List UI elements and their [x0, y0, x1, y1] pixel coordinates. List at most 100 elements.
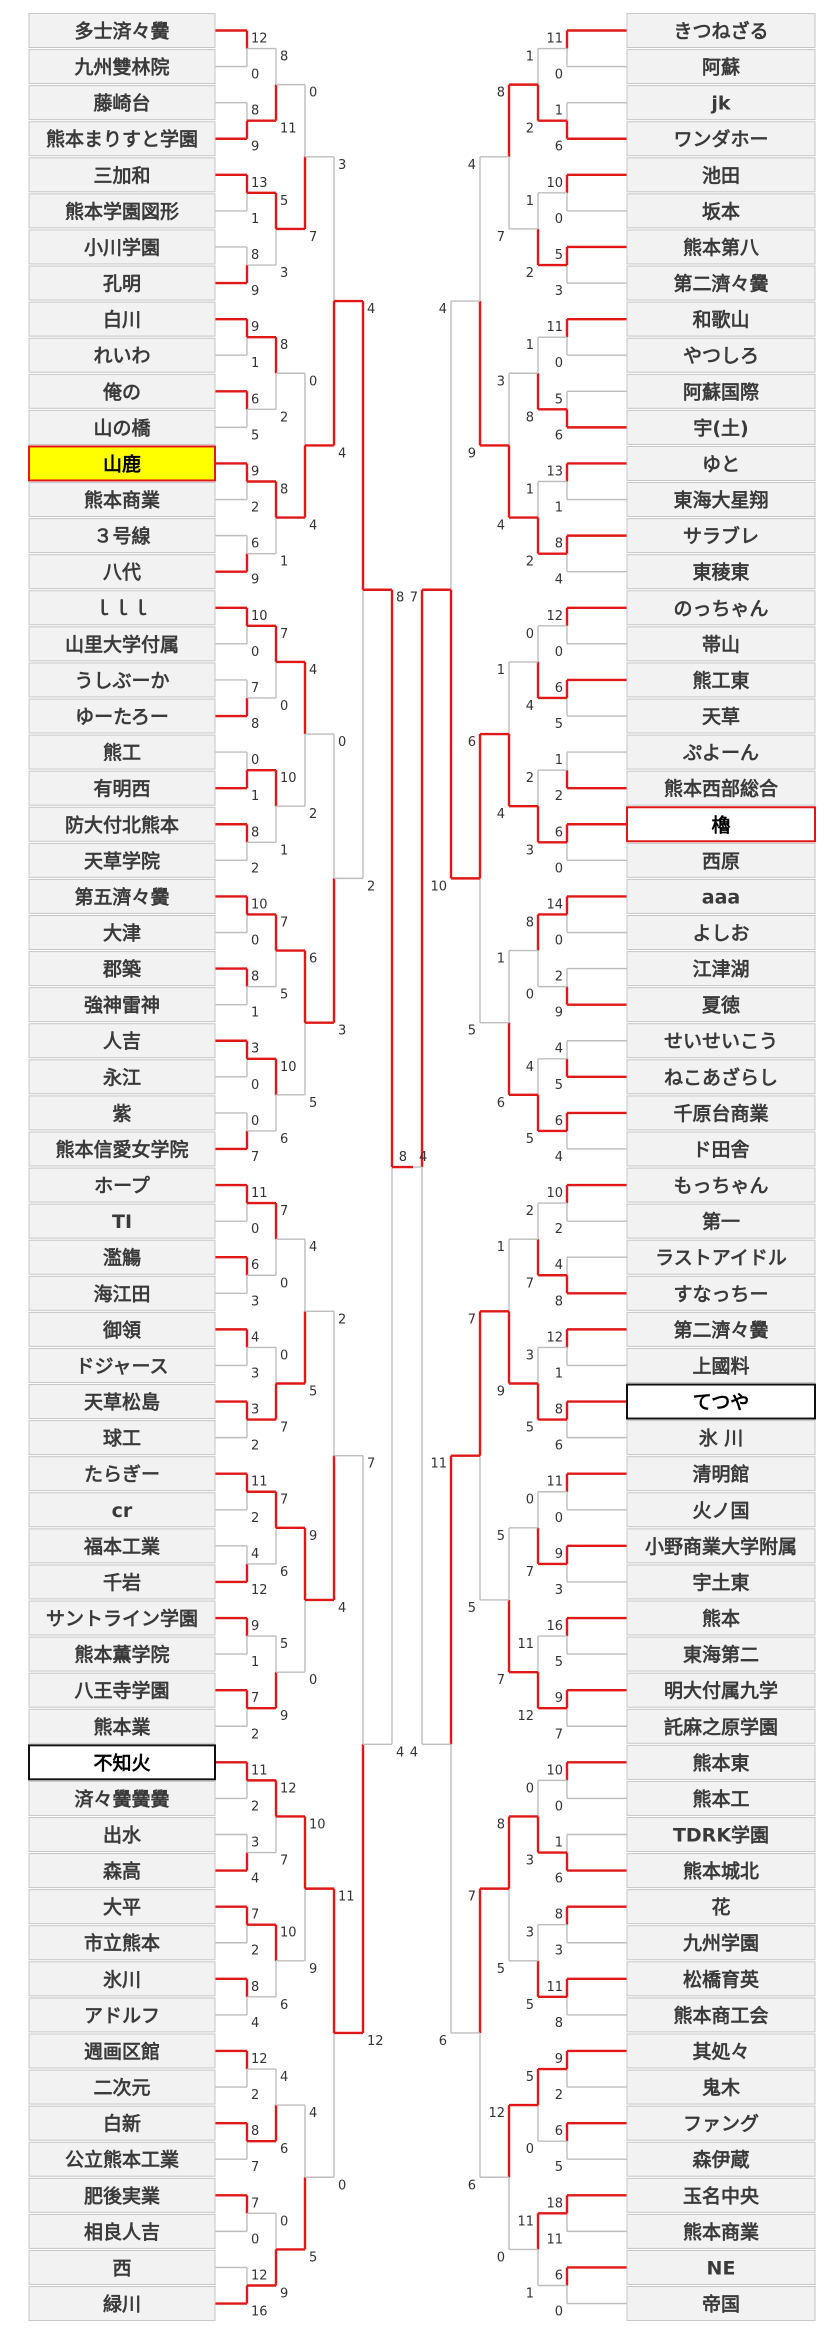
score-label: 1	[251, 356, 259, 371]
score-label: 13	[251, 176, 268, 191]
team-slot: 熊本まりすと学園	[28, 121, 216, 157]
team-name: ド田舎	[692, 1138, 750, 1161]
score-label: 2	[555, 1222, 563, 1237]
score-label: 0	[555, 861, 563, 876]
score-label: 10	[309, 1817, 326, 1832]
team-box	[626, 2213, 816, 2249]
team-name: 託麻之原学園	[664, 1715, 778, 1738]
score-label: 4	[309, 1240, 317, 1255]
score-label: 4	[526, 699, 534, 714]
score-label: 9	[251, 284, 259, 299]
team-name: 三加和	[93, 164, 150, 187]
team-name: 熊本商工会	[673, 2004, 768, 2027]
score-label: 8	[251, 2124, 259, 2139]
score-label: 2	[251, 501, 259, 516]
score-label: 3	[555, 284, 563, 299]
score-label: 5	[280, 1637, 288, 1652]
score-label: 4	[367, 302, 375, 317]
team-name: ホープ	[94, 1174, 151, 1197]
team-slot: 池田	[626, 157, 816, 193]
team-box	[28, 1239, 216, 1275]
score-label: 2	[526, 122, 534, 137]
team-box	[28, 373, 216, 409]
score-label: 6	[555, 2268, 563, 2283]
score-label: 11	[251, 1475, 268, 1490]
team-name: ゆと	[702, 453, 740, 475]
score-label: 1	[555, 753, 563, 768]
team-name: 出水	[103, 1824, 142, 1847]
score-label: 0	[526, 1781, 534, 1796]
score-label: 0	[526, 1493, 534, 1508]
score-label: 1	[251, 212, 259, 227]
score-label: 7	[555, 1727, 563, 1742]
score-label: 7	[526, 1565, 534, 1580]
team-box	[28, 1672, 216, 1708]
team-box	[626, 1925, 816, 1961]
score-label: 2	[280, 410, 288, 425]
team-slot: てつや	[626, 1383, 816, 1420]
team-name: 熊本まりすと学園	[46, 128, 198, 151]
score-label: 3	[526, 1348, 534, 1363]
team-slot: ゆと	[626, 445, 816, 481]
team-slot: NE	[626, 2249, 816, 2285]
score-label: 7	[280, 1493, 288, 1508]
team-slot: 阿蘇	[626, 49, 816, 85]
team-name: 白川	[103, 308, 141, 331]
team-box	[28, 337, 216, 373]
score-label: 10	[251, 609, 268, 624]
team-slot: 第二濟々黌	[626, 265, 816, 301]
team-box	[626, 987, 816, 1023]
score-label: 0	[251, 753, 259, 768]
score-label: 6	[555, 825, 563, 840]
team-box	[28, 2033, 216, 2069]
score-label: 5	[555, 2160, 563, 2175]
team-slot: うしぶーか	[28, 662, 216, 698]
team-box	[626, 878, 816, 914]
score-label: 10	[280, 771, 297, 786]
team-box	[28, 1275, 216, 1311]
score-label: 4	[309, 519, 317, 534]
team-slot: 多士済々黌	[28, 13, 216, 48]
team-box	[28, 265, 216, 301]
team-box	[28, 1780, 216, 1816]
team-name: たらぎー	[84, 1463, 160, 1486]
score-label: 0	[251, 2232, 259, 2247]
score-label: 7	[251, 1691, 259, 1706]
score-label: 4	[555, 1258, 563, 1273]
score-label: 9	[251, 140, 259, 155]
team-box	[626, 842, 816, 878]
team-slot: ドジャース	[28, 1347, 216, 1383]
score-label: 1	[555, 104, 563, 119]
score-label: 0	[251, 1078, 259, 1093]
score-label: 6	[468, 2178, 476, 2193]
team-name: 阿蘇	[702, 57, 740, 79]
team-box	[626, 1095, 816, 1131]
team-name: aaa	[702, 886, 740, 908]
team-box	[28, 770, 216, 806]
team-name: よしお	[692, 923, 749, 945]
team-box	[626, 698, 816, 734]
team-slot: 孔明	[28, 265, 216, 301]
team-slot: 森高	[28, 1853, 216, 1889]
team-box	[28, 2249, 216, 2285]
score-label: 12	[251, 2268, 268, 2283]
team-box	[28, 13, 216, 48]
score-label: 7	[280, 627, 288, 642]
score-label: 0	[309, 374, 317, 389]
team-slot: 九州学園	[626, 1925, 816, 1961]
team-name: 花	[711, 1896, 730, 1919]
score-label: 9	[309, 1962, 317, 1977]
score-label: 6	[251, 537, 259, 552]
team-name: 大平	[103, 1896, 141, 1919]
team-name: 第二濟々黌	[673, 1318, 768, 1341]
score-label: 2	[526, 1204, 534, 1219]
team-box	[28, 1023, 216, 1059]
team-box	[626, 1347, 816, 1383]
team-box	[626, 770, 816, 806]
score-label: 12	[251, 1583, 268, 1598]
score-label: 7	[526, 1276, 534, 1291]
team-name: 山鹿	[103, 452, 141, 475]
team-slot: 千岩	[28, 1564, 216, 1600]
team-name: 市立熊本	[84, 1932, 160, 1955]
score-label: 9	[555, 1547, 563, 1562]
